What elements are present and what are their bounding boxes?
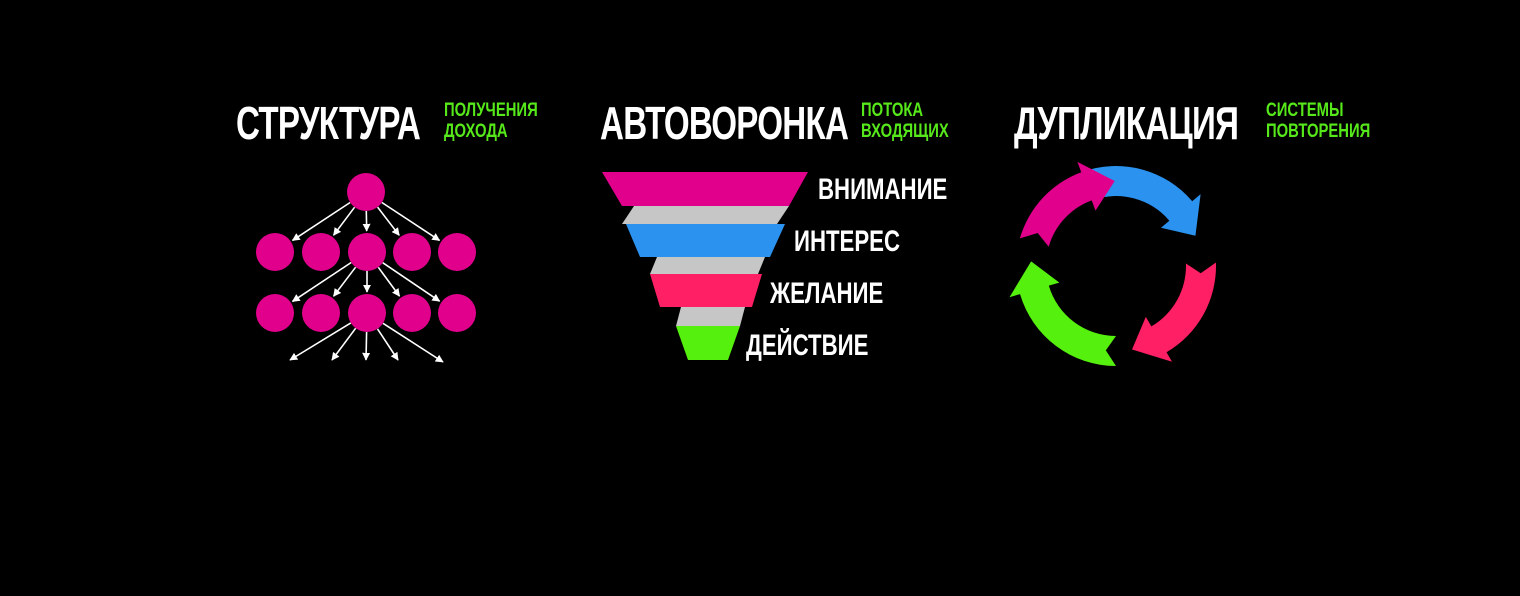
- tree-arrow-level-1: [291, 201, 351, 242]
- tree-node: [438, 294, 476, 332]
- structure-title: СТРУКТУРА: [236, 100, 492, 146]
- tree-arrow-level-1: [332, 206, 356, 236]
- tree-arrow-level-3: [331, 327, 357, 361]
- duplication-title-text: ДУПЛИКАЦИЯ: [1014, 97, 1239, 149]
- tree-node: [438, 233, 476, 271]
- tree-arrow-level-3: [362, 331, 371, 361]
- cycle-arrow-magenta: [1019, 161, 1115, 247]
- duplication-subtitle: СИСТЕМЫ ПОВТОРЕНИЯ: [1266, 100, 1370, 142]
- tree-node-root: [347, 173, 385, 211]
- tree-node: [302, 233, 340, 271]
- tree-arrow-level-2: [291, 261, 352, 303]
- tree-node: [393, 233, 431, 271]
- autofunnel-subtitle: ПОТОКА ВХОДЯЩИХ: [861, 100, 949, 142]
- structure-title-text: СТРУКТУРА: [236, 97, 421, 149]
- tree-node: [348, 294, 386, 332]
- tree-arrow-level-3: [382, 322, 444, 363]
- tree-arrow-level-2: [377, 266, 401, 297]
- autofunnel-subtitle-line-2: ВХОДЯЩИХ: [861, 121, 949, 142]
- cycle-arrow-red: [1132, 262, 1216, 362]
- tree-arrow-level-2: [382, 262, 441, 302]
- network-tree-icon: [256, 173, 476, 363]
- tree-arrow-level-1: [381, 201, 441, 242]
- tree-arrow-level-2: [332, 266, 357, 297]
- funnel-label-attention: ВНИМАНИЕ: [818, 173, 948, 206]
- tree-node: [348, 233, 386, 271]
- tree-arrow-level-3: [376, 328, 399, 361]
- funnel-connector-3: [676, 307, 745, 326]
- funnel-label-desire: ЖЕЛАНИЕ: [770, 277, 884, 310]
- cycle-arrow-green: [1009, 261, 1116, 367]
- structure-subtitle-line-1: ПОЛУЧЕНИЯ: [444, 100, 538, 121]
- tree-node: [393, 294, 431, 332]
- tree-node: [302, 294, 340, 332]
- sales-funnel-icon: [602, 172, 808, 360]
- autofunnel-title-text: АВТОВОРОНКА: [600, 97, 849, 149]
- funnel-stage-interest: [626, 224, 785, 257]
- funnel-label-interest: ИНТЕРЕС: [794, 225, 901, 258]
- funnel-stage-action: [676, 326, 740, 360]
- structure-subtitle-line-2: ДОХОДА: [444, 121, 508, 142]
- duplication-subtitle-line-1: СИСТЕМЫ: [1266, 100, 1344, 121]
- autofunnel-subtitle-line-1: ПОТОКА: [861, 100, 924, 121]
- duplication-title: ДУПЛИКАЦИЯ: [1014, 100, 1325, 146]
- structure-subtitle: ПОЛУЧЕНИЯ ДОХОДА: [444, 100, 538, 142]
- tree-arrow-level-1: [376, 206, 400, 236]
- tree-node: [256, 233, 294, 271]
- cycle-arrows-icon: [1009, 161, 1216, 367]
- autofunnel-title: АВТОВОРОНКА: [600, 100, 945, 146]
- funnel-connector-2: [650, 257, 765, 274]
- tree-arrow-level-3: [289, 322, 352, 361]
- duplication-subtitle-line-2: ПОВТОРЕНИЯ: [1266, 121, 1371, 142]
- funnel-connector-1: [622, 206, 789, 224]
- funnel-stage-attention: [602, 172, 808, 206]
- funnel-label-action: ДЕЙСТВИЕ: [746, 329, 869, 362]
- funnel-stage-desire: [650, 274, 762, 307]
- tree-node: [256, 294, 294, 332]
